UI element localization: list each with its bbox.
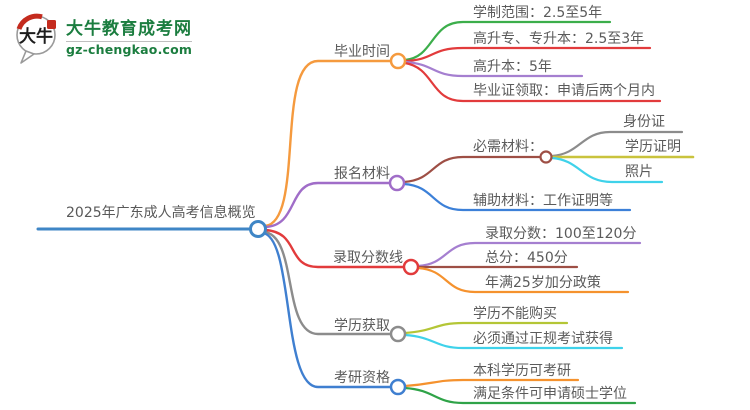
edge-admission-score bbox=[416, 241, 642, 268]
speech-bubble-logo-icon: 大牛 bbox=[16, 13, 56, 64]
edge-masters-degree-condition bbox=[403, 386, 637, 405]
degree-acquisition-node-circle bbox=[389, 325, 407, 343]
edge-high-to-bachelor-duration bbox=[403, 60, 584, 78]
leaf-age-bonus-policy-label: 年满25岁加分政策 bbox=[485, 275, 601, 291]
central-topic-label: 2025年广东成人高考信息概览 bbox=[66, 205, 256, 221]
leaf-bachelor-can-apply-label: 本科学历可考研 bbox=[473, 363, 571, 379]
edge-admission-score-line bbox=[263, 228, 406, 269]
leaf-auxiliary-materials-label: 辅助材料：工作证明等 bbox=[473, 193, 613, 209]
graduation-time-node-circle bbox=[389, 52, 407, 70]
edge-application-materials bbox=[263, 181, 392, 229]
logo-text-block: 大牛教育成考网 gz-chengkao.com bbox=[66, 11, 193, 57]
seal-icon bbox=[47, 20, 56, 29]
edge-id-card bbox=[550, 130, 684, 158]
postgraduate-eligibility-node-circle bbox=[389, 378, 407, 396]
required-materials-node-circle bbox=[539, 150, 553, 164]
leaf-id-card-label: 身份证 bbox=[623, 114, 665, 130]
edge-bachelor-can-apply bbox=[403, 378, 580, 388]
leaf-masters-degree-condition-label: 满足条件可申请硕士学位 bbox=[473, 386, 627, 402]
edge-schooling-range bbox=[403, 20, 612, 62]
central-topic-node-circle bbox=[249, 220, 267, 238]
branch-admission-score-line-label: 录取分数线 bbox=[333, 250, 403, 266]
branch-degree-acquisition-label: 学历获取 bbox=[334, 318, 390, 334]
edge-required-materials bbox=[402, 155, 541, 184]
leaf-must-pass-exam-label: 必须通过正规考试获得 bbox=[473, 331, 613, 347]
leaf-education-proof-label: 学历证明 bbox=[625, 139, 681, 155]
leaf-photo-label: 照片 bbox=[625, 164, 653, 180]
edge-photo bbox=[550, 156, 664, 184]
edge-degree-acquisition bbox=[262, 230, 393, 336]
leaf-total-score-label: 总分：450分 bbox=[485, 250, 568, 266]
leaf-college-upgrade-duration-label: 高升专、专升本：2.5至3年 bbox=[473, 31, 645, 47]
edge-diploma-collection bbox=[403, 61, 662, 103]
logo-title: 大牛教育成考网 bbox=[66, 19, 192, 39]
red-arc bbox=[16, 13, 43, 31]
logo-divider bbox=[66, 41, 193, 42]
edge-age-bonus-policy bbox=[416, 266, 630, 294]
logo-url: gz-chengkao.com bbox=[66, 42, 193, 57]
branch-postgraduate-eligibility-label: 考研资格 bbox=[334, 370, 390, 386]
leaf-admission-score-label: 录取分数：100至120分 bbox=[485, 226, 637, 242]
branch-application-materials-label: 报名材料 bbox=[334, 166, 390, 182]
leaf-cannot-buy-degree-label: 学历不能购买 bbox=[473, 306, 557, 322]
leaf-diploma-collection-label: 毕业证领取：申请后两个月内 bbox=[473, 83, 655, 99]
edge-college-upgrade-duration bbox=[403, 46, 652, 63]
edge-auxiliary-materials bbox=[402, 182, 632, 212]
edge-must-pass-exam bbox=[403, 333, 624, 350]
admission-score-line-node-circle bbox=[402, 258, 420, 276]
edge-cannot-buy-degree bbox=[403, 321, 569, 335]
leaf-required-materials-label: 必需材料： bbox=[473, 139, 543, 155]
site-logo: 大牛 大牛教育成考网 gz-chengkao.com bbox=[14, 11, 193, 65]
leaf-high-to-bachelor-duration-label: 高升本：5年 bbox=[473, 59, 552, 75]
speech-bubble-tail bbox=[20, 50, 35, 64]
logo-icon-text: 大牛 bbox=[19, 26, 53, 47]
edge-graduation-time bbox=[263, 59, 393, 228]
leaf-schooling-range-label: 学制范围：2.5至5年 bbox=[473, 5, 603, 21]
edge-postgraduate-eligibility bbox=[261, 231, 393, 389]
application-materials-node-circle bbox=[388, 174, 406, 192]
branch-graduation-time-label: 毕业时间 bbox=[334, 44, 390, 60]
